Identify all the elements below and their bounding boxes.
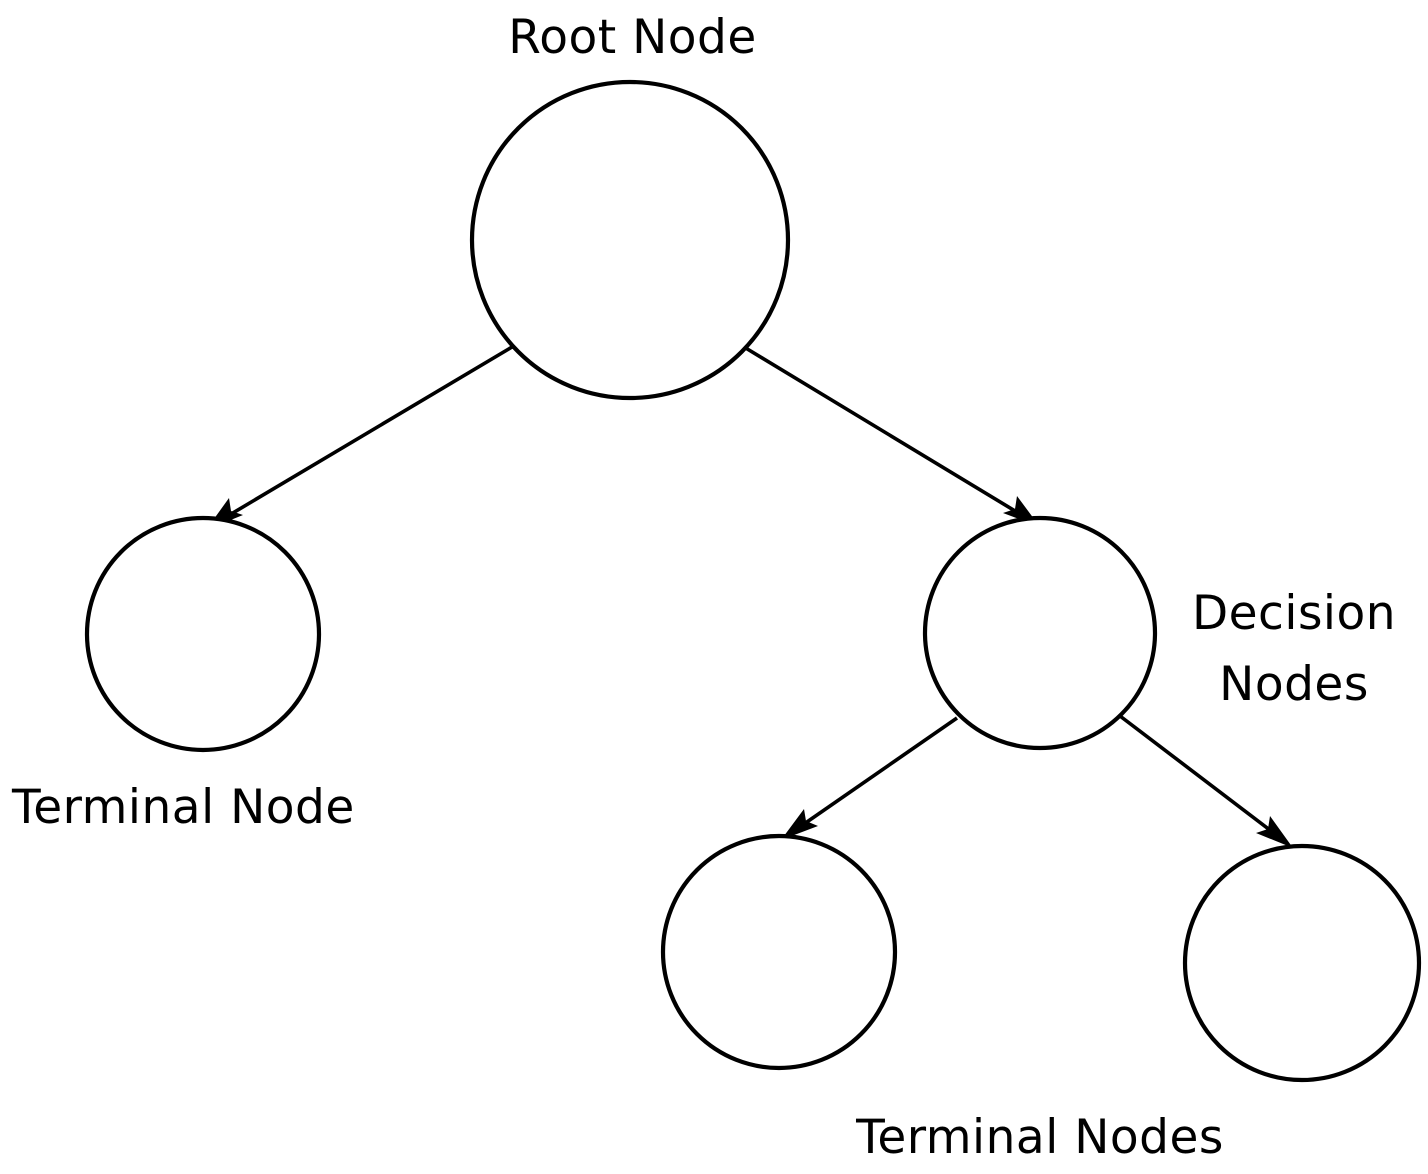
edge-line-root-right — [743, 345, 1031, 522]
node-mid-terminal[interactable] — [660, 833, 898, 1071]
label-root-node: Root Node — [508, 10, 757, 65]
label-terminal-node: Terminal Node — [12, 780, 355, 835]
edge-line-decision-right — [1118, 714, 1285, 842]
edge-root-to-left-terminal — [206, 345, 513, 530]
label-decision-nodes-line1: Decision — [1191, 586, 1397, 641]
label-decision-nodes-line2: Nodes — [1219, 657, 1369, 713]
edge-line-decision-left — [789, 716, 959, 835]
node-root[interactable] — [469, 79, 791, 401]
edge-decision-to-far-right-terminal — [1118, 714, 1293, 848]
node-right-decision[interactable] — [922, 515, 1158, 751]
arrowhead-decision-right — [1256, 816, 1293, 848]
edge-line-root-left — [215, 345, 513, 525]
node-left-terminal[interactable] — [84, 515, 322, 753]
node-far-right-terminal[interactable] — [1182, 843, 1422, 1083]
edge-root-to-decision — [743, 345, 1040, 527]
edge-decision-to-mid-terminal — [781, 716, 959, 840]
arrowhead-decision-left — [781, 809, 818, 840]
label-terminal-nodes: Terminal Nodes — [856, 1110, 1224, 1165]
